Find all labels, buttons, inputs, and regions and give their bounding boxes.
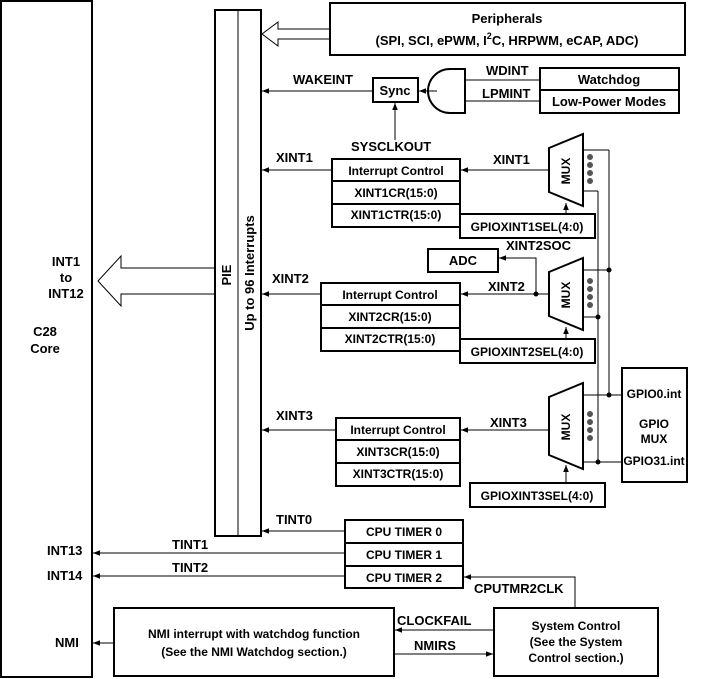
xint2soc-label: XINT2SOC (506, 238, 572, 253)
xint1-out-label: XINT1 (276, 150, 313, 165)
int14-label: INT14 (47, 568, 83, 583)
xint1-sel-block (459, 213, 596, 239)
xint2-out-label: XINT2 (272, 271, 309, 286)
int13-label: INT13 (47, 543, 82, 558)
peripherals-list-post: C, HRPWM, eCAP, ADC) (492, 33, 639, 48)
lowpower-label: Low-Power Modes (552, 94, 666, 109)
xint3-out-label: XINT3 (276, 408, 313, 423)
mux-input-dots (587, 154, 593, 441)
xint1-control-block: Interrupt Control XINT1CR(15:0) XINT1CTR… (331, 158, 461, 228)
system-control-block: System Control (See the System Control s… (493, 607, 659, 677)
nmi-block-line2: (See the NMI Watchdog section.) (161, 645, 347, 659)
int1-12-bus-arrow (97, 254, 215, 308)
cpu-timer0-label: CPU TIMER 0 (366, 525, 442, 539)
peripherals-list-pre: (SPI, SCI, ePWM, I (376, 33, 487, 48)
xint1-sel-label: GPIOXINT1SEL(4:0) (471, 220, 584, 234)
xint1-cr-label: XINT1CR(15:0) (354, 186, 437, 200)
sync-block (372, 77, 419, 103)
core-label-line2: Core (30, 341, 60, 356)
gpio-mux-block: GPIO0.int GPIO MUX GPIO31.int (621, 367, 688, 483)
xint1-mux-label: MUX (559, 158, 573, 185)
sysctl-line1: System Control (532, 619, 621, 633)
nmirs-label: NMIRS (414, 638, 456, 653)
xint3-cr-label: XINT3CR(15:0) (356, 445, 439, 459)
xint2soc-line (499, 255, 537, 294)
xint3-sel-block (469, 482, 606, 508)
xint2-mux-label: MUX (559, 282, 573, 309)
gpio31-label: GPIO31.int (623, 454, 684, 468)
gpio-bus-wires (583, 149, 622, 465)
xint1-ctrl-label: Interrupt Control (348, 164, 443, 178)
pie-label: PIE (219, 264, 234, 285)
nmi-block-line1: NMI interrupt with watchdog function (148, 627, 360, 641)
peripherals-block: Peripherals (SPI, SCI, ePWM, I2C, HRPWM,… (329, 2, 686, 56)
lpmint-label: LPMINT (482, 86, 530, 101)
xint1-mux (548, 132, 584, 208)
cputmr2clk-label: CPUTMR2CLK (474, 581, 564, 596)
nmi-watchdog-block: NMI interrupt with watchdog function (Se… (113, 607, 395, 677)
pie-sublabel: Up to 96 Interrupts (242, 215, 257, 331)
gpio-label: GPIO (639, 417, 669, 431)
xint3-mux-label: MUX (559, 414, 573, 441)
peripherals-list: (SPI, SCI, ePWM, I2C, HRPWM, eCAP, ADC) (376, 31, 639, 48)
xint3-sel-label: GPIOXINT3SEL(4:0) (481, 489, 594, 503)
int1-label: INT1 (52, 254, 80, 269)
sync-label: Sync (379, 83, 410, 98)
xint2-mux (548, 256, 584, 332)
sysctl-line3: Control section.) (528, 651, 623, 665)
xint3-in-label: XINT3 (490, 415, 527, 430)
peripherals-title: Peripherals (472, 11, 543, 26)
xint2-sel-block (459, 338, 596, 364)
xint1-in-label: XINT1 (493, 152, 530, 167)
cputmr2clk-line (464, 574, 576, 608)
xint3-mux (548, 381, 584, 471)
and-gate (427, 68, 466, 114)
tint1-label: TINT1 (172, 537, 208, 552)
adc-label: ADC (449, 253, 478, 268)
watchdog-lpm-block: Watchdog Low-Power Modes (539, 67, 680, 114)
int-to-label: to (60, 270, 72, 285)
tint0-label: TINT0 (276, 512, 312, 527)
watchdog-label: Watchdog (578, 72, 640, 87)
xint2-cr-label: XINT2CR(15:0) (348, 310, 431, 324)
xint2-in-label: XINT2 (488, 279, 525, 294)
xint3-ctrl-label: Interrupt Control (350, 423, 445, 437)
xint3-control-block: Interrupt Control XINT3CR(15:0) XINT3CTR… (335, 417, 461, 487)
c28-core-block: C28 Core INT1 to INT12 INT13 INT14 NMI (0, 0, 93, 678)
xint1-ctr-label: XINT1CTR(15:0) (351, 208, 442, 222)
tint2-label: TINT2 (172, 560, 208, 575)
gpio-mux-label: MUX (641, 432, 668, 446)
cpu-timer2-label: CPU TIMER 2 (366, 571, 442, 585)
adc-block (427, 248, 499, 273)
gpio0-label: GPIO0.int (627, 387, 682, 401)
peripherals-bus-arrow (261, 21, 330, 47)
wakeint-label: WAKEINT (293, 72, 353, 87)
core-label-line1: C28 (33, 324, 57, 339)
xint2-ctrl-label: Interrupt Control (342, 288, 437, 302)
wdint-label: WDINT (486, 63, 529, 78)
pie-block: PIE Up to 96 Interrupts (214, 9, 262, 537)
xint2soc-junction (533, 291, 539, 297)
peripherals-list-sup: 2 (487, 31, 492, 41)
xint3-ctr-label: XINT3CTR(15:0) (353, 467, 444, 481)
int12-label: INT12 (48, 286, 83, 301)
xint2-control-block: Interrupt Control XINT2CR(15:0) XINT2CTR… (320, 282, 461, 352)
cpu-timer1-label: CPU TIMER 1 (366, 548, 442, 562)
xint2-ctr-label: XINT2CTR(15:0) (345, 332, 436, 346)
xint2-sel-label: GPIOXINT2SEL(4:0) (471, 345, 584, 359)
sysclkout-label: SYSCLKOUT (351, 139, 431, 154)
cpu-timers-block: CPU TIMER 0 CPU TIMER 1 CPU TIMER 2 (344, 519, 464, 589)
sysctl-line2: (See the System (530, 635, 623, 649)
clockfail-label: CLOCKFAIL (397, 613, 471, 628)
nmi-label: NMI (55, 635, 79, 650)
